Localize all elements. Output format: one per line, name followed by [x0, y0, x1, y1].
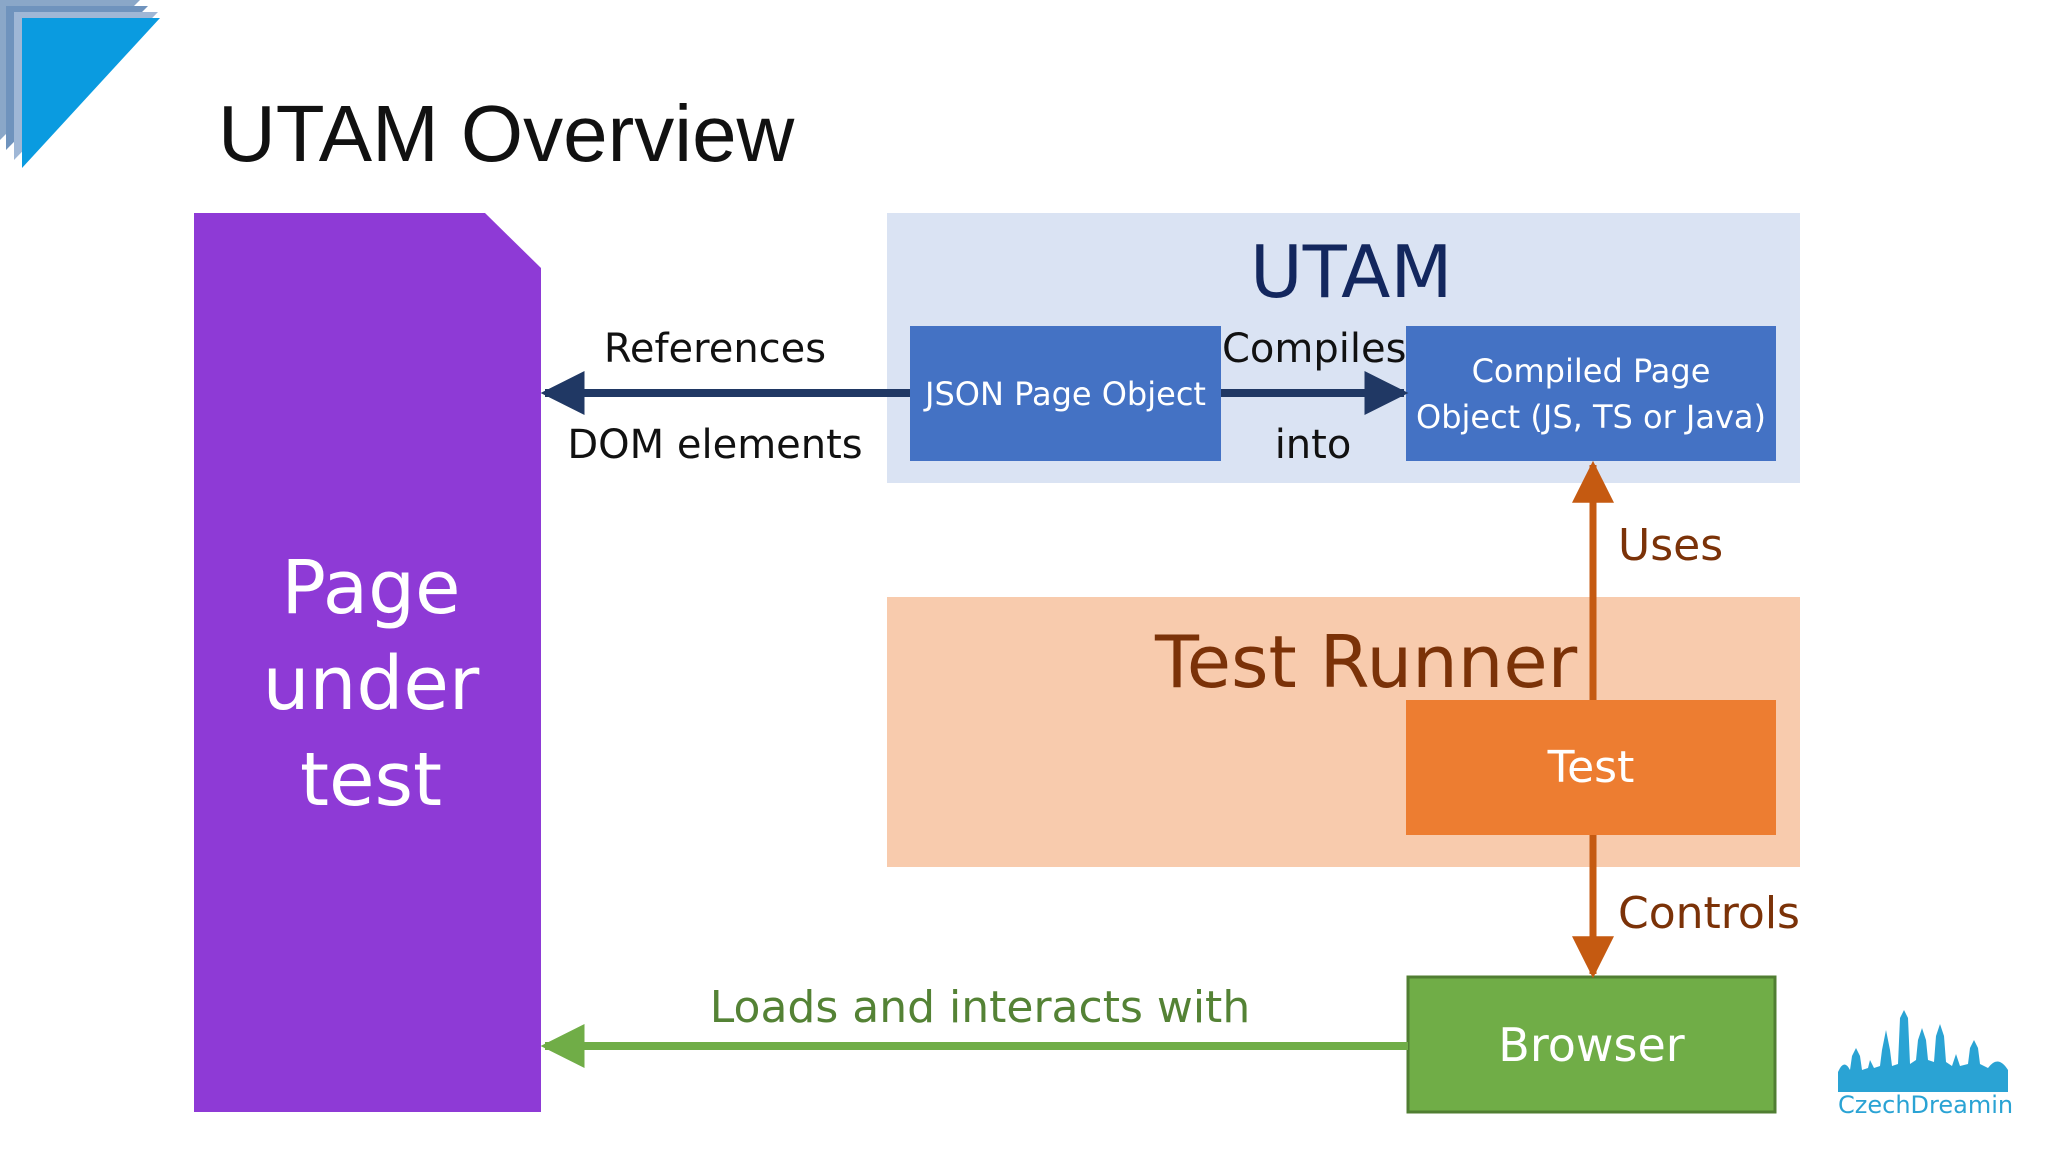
- uses-label: Uses: [1618, 520, 1724, 571]
- browser-label-wrap: Browser: [1408, 977, 1775, 1112]
- compiled-page-object-line: Object (JS, TS or Java): [1416, 397, 1766, 436]
- json-page-object-box: [910, 326, 1221, 461]
- test-label: Test: [1547, 742, 1635, 793]
- compiled-page-object-line: Compiled Page: [1471, 351, 1711, 390]
- references-label: References: [603, 326, 827, 372]
- json-page-object-label: JSON Page Object: [925, 374, 1206, 413]
- page-under-test-label: Page under test: [196, 540, 546, 828]
- slide-title: UTAM Overview: [218, 89, 795, 178]
- prague-skyline-icon: [1838, 1010, 2008, 1092]
- corner-triangle-icon: [0, 0, 160, 168]
- into-label: into: [1274, 422, 1352, 468]
- test-runner-title: Test Runner: [1155, 620, 1578, 704]
- compiled-page-object-label-wrap: Compiled Page Object (JS, TS or Java): [1406, 326, 1776, 461]
- compiled-page-object-box: [1406, 326, 1776, 461]
- json-page-object-label-wrap: JSON Page Object: [910, 326, 1221, 461]
- controls-label: Controls: [1618, 888, 1800, 939]
- page-under-test-line: under: [262, 641, 480, 727]
- page-under-test-line: test: [299, 737, 443, 823]
- czechdreamin-logo-text: CzechDreamin: [1838, 1091, 2014, 1119]
- browser-label: Browser: [1498, 1017, 1685, 1072]
- test-box: [1406, 700, 1776, 835]
- test-label-wrap: Test: [1406, 700, 1776, 835]
- compiles-label: Compiles: [1222, 326, 1407, 372]
- page-under-test-line: Page: [281, 545, 461, 631]
- utam-title: UTAM: [1250, 230, 1453, 314]
- compiled-page-object-label: Compiled Page Object (JS, TS or Java): [1416, 348, 1766, 440]
- dom-elements-label: DOM elements: [567, 422, 863, 468]
- page-under-test-shape: [194, 213, 541, 1112]
- loads-label: Loads and interacts with: [709, 982, 1251, 1033]
